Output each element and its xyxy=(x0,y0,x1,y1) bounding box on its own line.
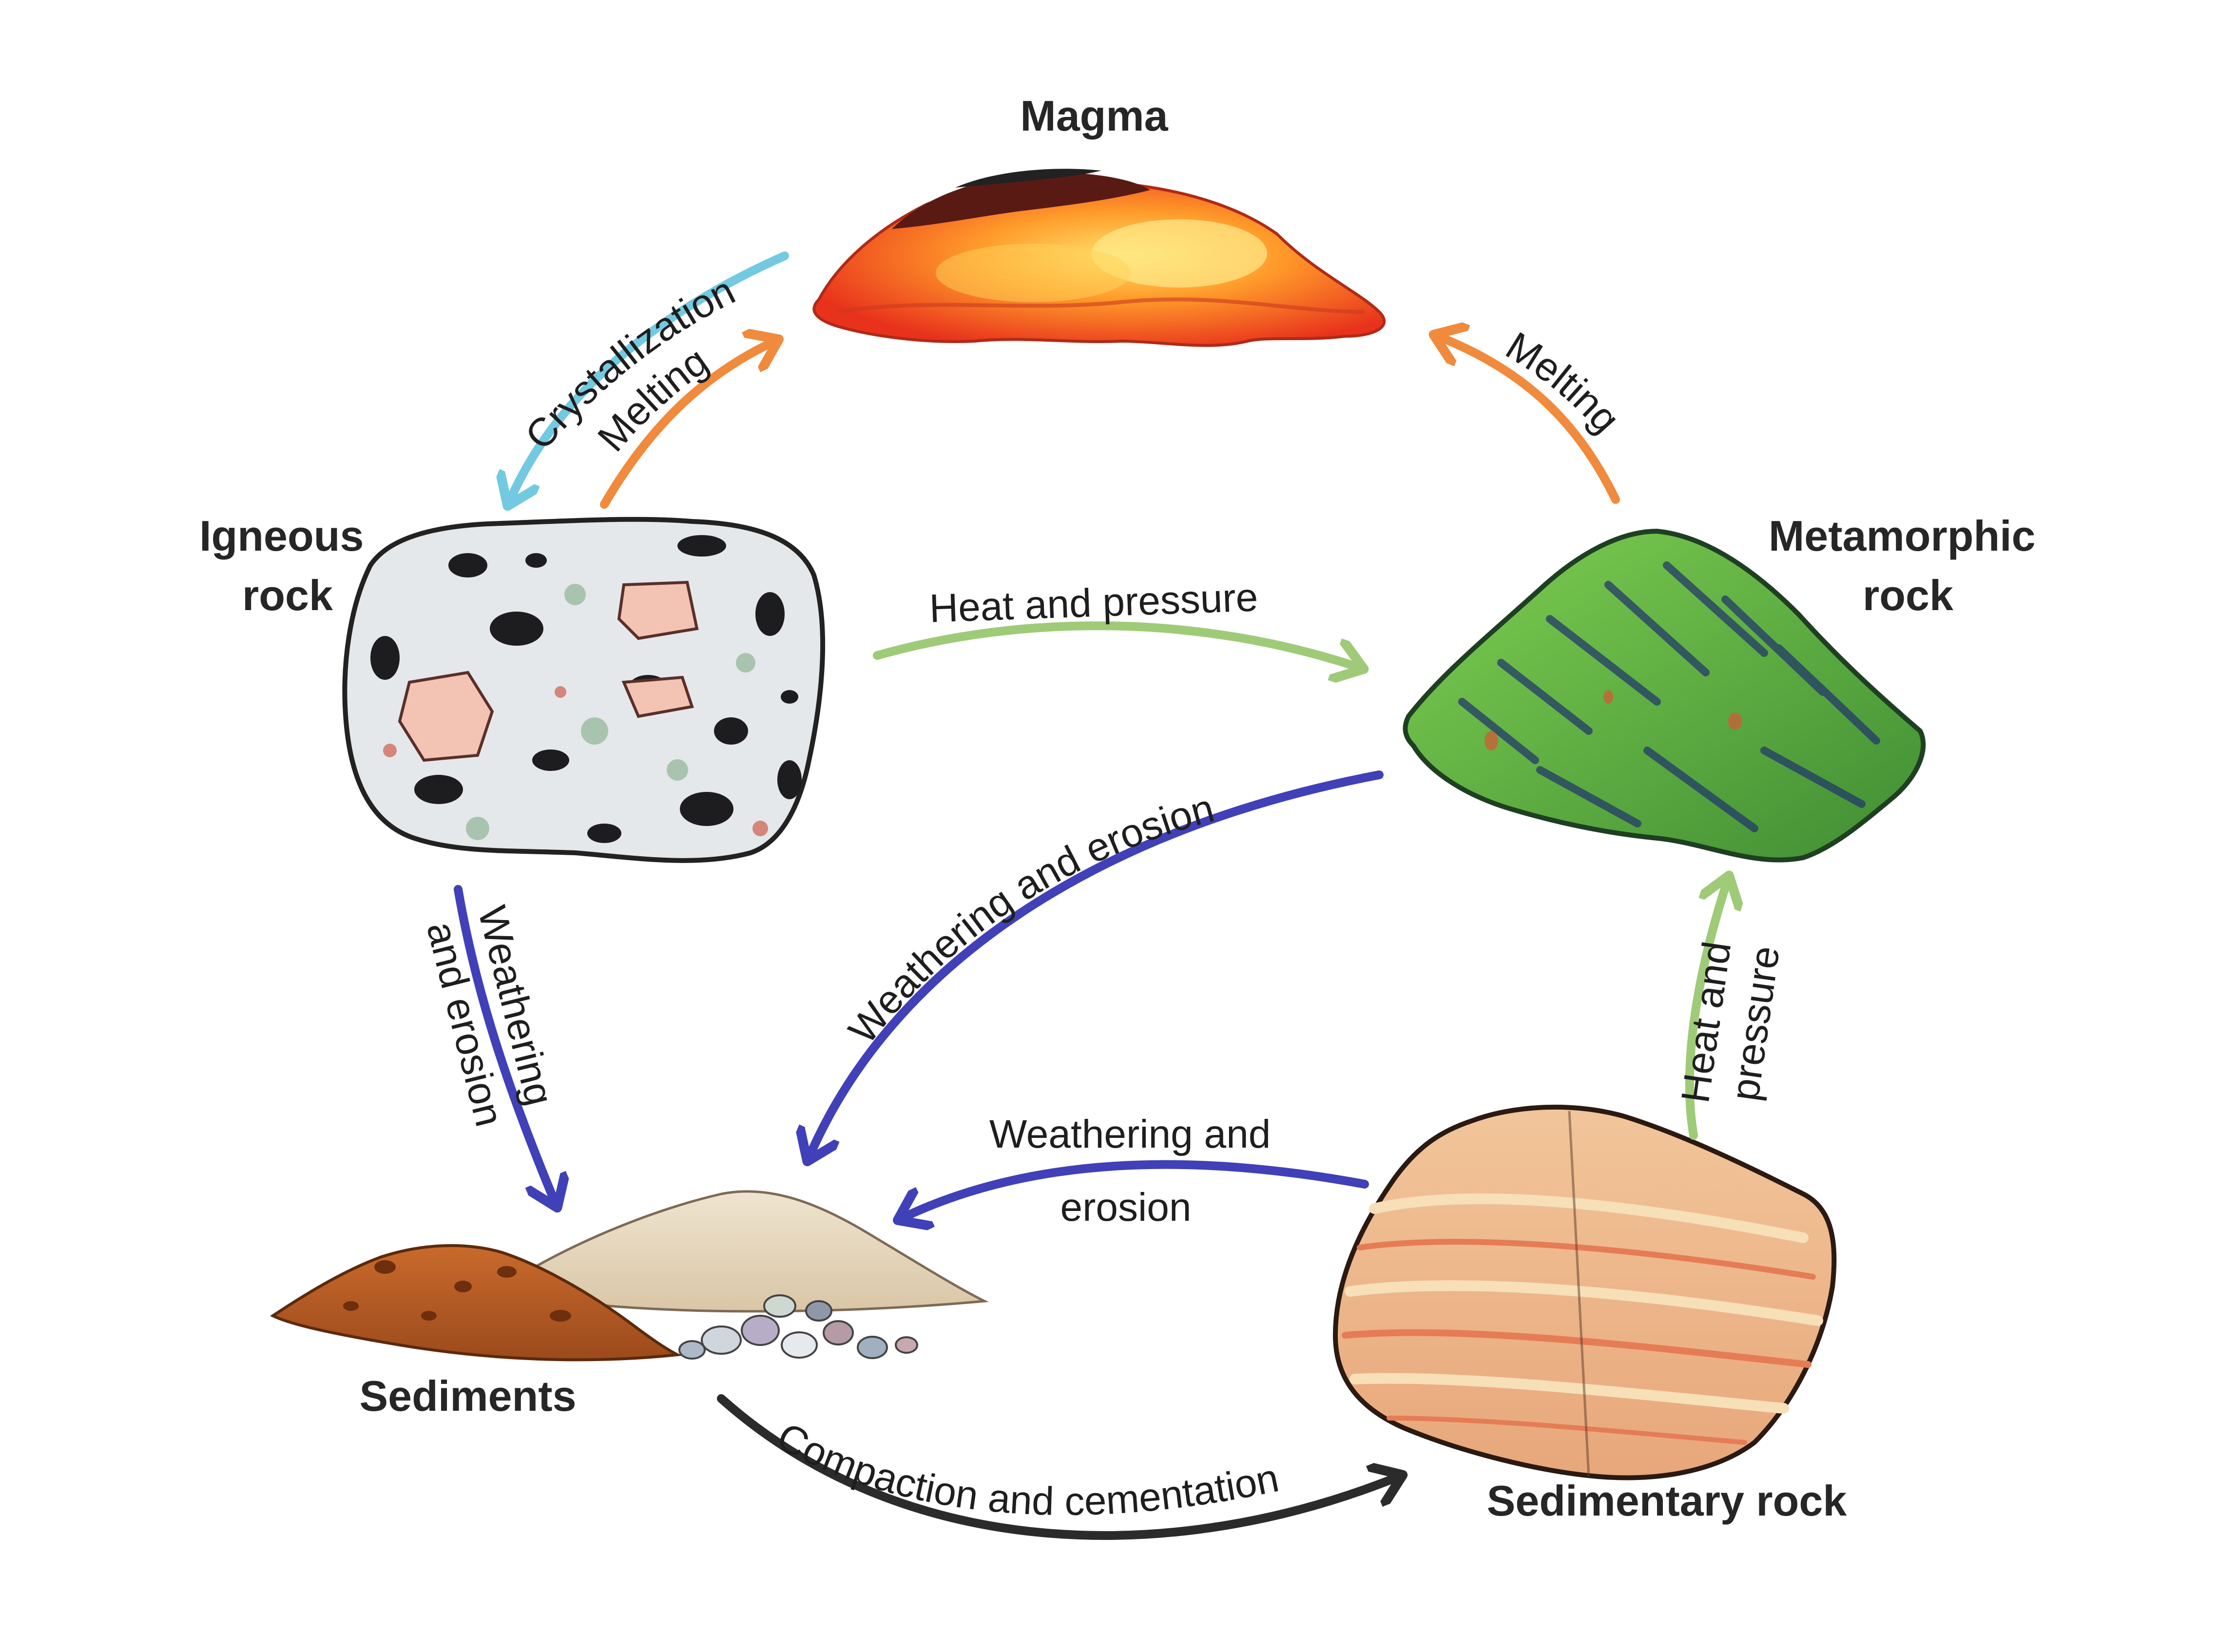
arrow-compaction xyxy=(717,1394,1399,1540)
sedimentary-rock-label: Sedimentary rock xyxy=(1487,1477,1848,1525)
metamorphic-rock-label-line2: rock xyxy=(1863,571,1954,619)
igneous-rock-label-line1: Igneous xyxy=(199,512,364,560)
igneous-rock-label-line2: rock xyxy=(242,571,333,619)
arrow-weathering-sedimentary xyxy=(902,1160,1369,1218)
arrow-crystallization xyxy=(509,251,789,502)
metamorphic-rock-label-line1: Metamorphic xyxy=(1769,512,2036,560)
heat-pressure-top-label: Heat and pressure xyxy=(928,575,1258,631)
compaction-label: Compaction and cementation xyxy=(770,1414,1283,1524)
sediments-illustration xyxy=(270,1190,989,1362)
arrow-weathering-metamorphic xyxy=(809,770,1384,1157)
weathering-metamorphic-label-text: Weathering and erosion xyxy=(840,786,1219,1052)
arrow-melting-metamorphic xyxy=(1438,336,1620,504)
sediments-label: Sediments xyxy=(359,1372,576,1420)
igneous-rock-illustration xyxy=(342,517,826,863)
metamorphic-rock-illustration xyxy=(1403,529,1926,863)
magma-illustration xyxy=(812,169,1386,347)
metamorphic-rock-label: Metamorphic rock xyxy=(1769,512,2047,619)
arrow-heat-pressure-right xyxy=(1685,880,1728,1140)
igneous-rock-label: Igneous rock xyxy=(199,512,376,619)
magma-label: Magma xyxy=(1020,92,1168,140)
weathering-sedimentary-label-line1: Weathering and xyxy=(989,1112,1271,1156)
arrow-heat-pressure-top xyxy=(873,621,1360,668)
weathering-metamorphic-label: Weathering and erosion xyxy=(840,786,1219,1052)
heat-pressure-right-label: Heat and pressure xyxy=(1673,928,1790,1113)
arrow-weathering-igneous xyxy=(454,885,556,1204)
sedimentary-rock-illustration xyxy=(1333,1104,1837,1480)
compaction-label-text: Compaction and cementation xyxy=(770,1414,1283,1524)
weathering-sedimentary-label: Weathering and erosion xyxy=(989,1112,1282,1229)
arrow-melting-igneous xyxy=(600,341,775,509)
weathering-sedimentary-label-line2: erosion xyxy=(1060,1185,1192,1229)
